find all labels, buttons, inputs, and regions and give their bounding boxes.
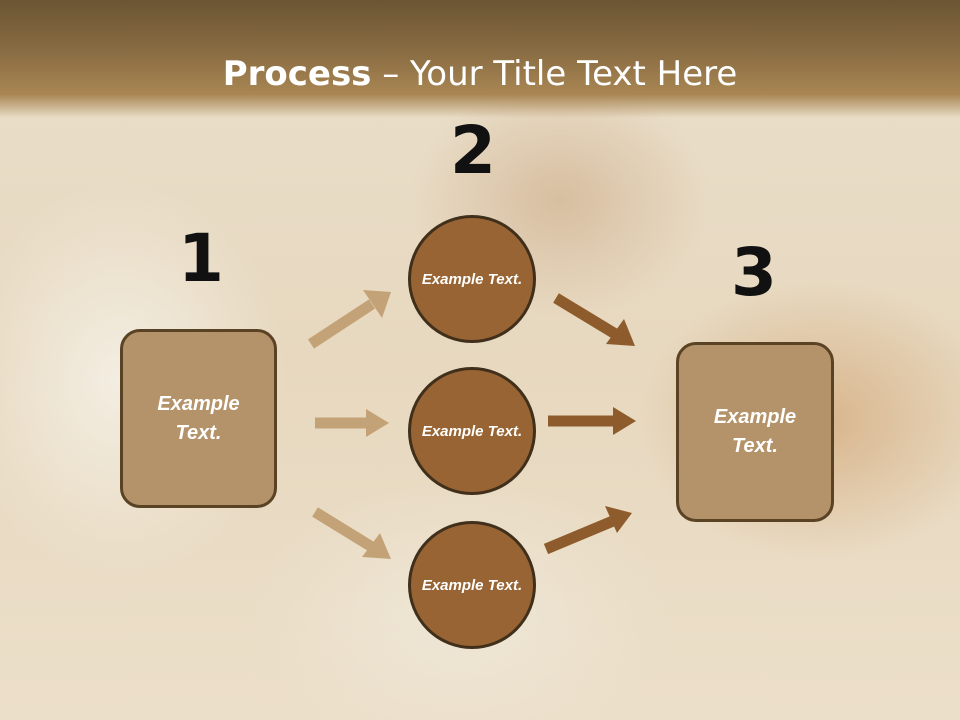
circle-1-text: Example Text.	[421, 270, 523, 288]
title-rest: – Your Title Text Here	[371, 54, 738, 94]
circle-2-text: Example Text.	[421, 422, 523, 440]
circle-3-text: Example Text.	[421, 576, 523, 594]
title-bold: Process	[222, 54, 372, 94]
circle-1: Example Text.	[408, 215, 536, 343]
left-box: Example Text.	[120, 329, 277, 508]
circle-2: Example Text.	[408, 367, 536, 495]
arrow-right-middle	[548, 407, 636, 435]
right-box: Example Text.	[676, 342, 834, 522]
circle-3: Example Text.	[408, 521, 536, 649]
step-number-3: 3	[731, 234, 777, 311]
step-number-2: 2	[450, 112, 496, 189]
step-number-1: 1	[178, 220, 224, 297]
right-box-text: Example Text.	[713, 406, 797, 457]
arrow-left-down	[312, 507, 391, 559]
arrow-left-middle	[315, 409, 389, 437]
slide-title: Process – Your Title Text Here	[0, 52, 960, 96]
arrow-right-down	[553, 293, 635, 346]
left-box-text: Example Text.	[157, 392, 240, 444]
arrow-left-up	[307, 290, 391, 349]
arrow-right-up	[543, 506, 632, 555]
title-bar	[0, 0, 960, 118]
